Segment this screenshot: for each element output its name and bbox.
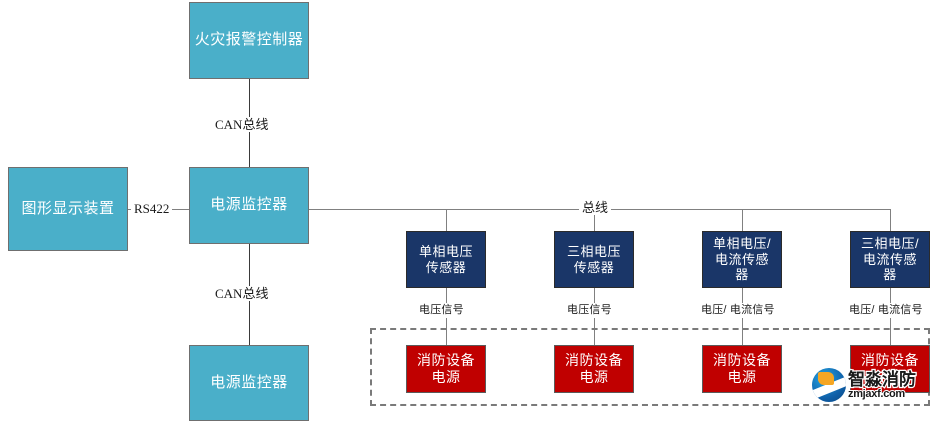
edge-controller-to-monitor — [249, 79, 250, 194]
node-device-4[interactable]: 消防设备 电源 — [850, 345, 930, 393]
node-device-2[interactable]: 消防设备 电源 — [554, 345, 634, 393]
watermark-site: zmjaxf.com — [847, 387, 906, 400]
node-device-3[interactable]: 消防设备 电源 — [702, 345, 782, 393]
label-rs422: RS422 — [131, 201, 173, 216]
edge-bus-to-sensor-3 — [742, 209, 743, 231]
node-sensor-1[interactable]: 单相电压 传感器 — [406, 231, 486, 288]
label-signal-3: 电压/ 电流信号 — [698, 303, 778, 318]
edge-bus-to-sensor-2 — [594, 209, 595, 231]
node-power-monitor-second[interactable]: 电源监控器 — [189, 345, 309, 421]
label-main-bus: 总线 — [579, 200, 612, 215]
label-signal-4: 电压/ 电流信号 — [846, 303, 926, 318]
watermark-brand-name: 智淼消防 — [847, 369, 918, 389]
label-can-bus-top: CAN总线 — [212, 117, 272, 132]
node-sensor-2[interactable]: 三相电压 传感器 — [554, 231, 634, 288]
label-can-bus-bottom: CAN总线 — [212, 286, 272, 301]
label-signal-1: 电压信号 — [416, 303, 467, 318]
edge-bus-to-sensor-4 — [890, 209, 891, 231]
node-sensor-3[interactable]: 单相电压/ 电流传感 器 — [702, 231, 782, 288]
label-signal-2: 电压信号 — [564, 303, 615, 318]
watermark-logo: 智淼消防 zmjaxf.com — [812, 368, 918, 402]
node-power-monitor-main[interactable]: 电源监控器 — [189, 167, 309, 244]
watermark-badge-icon — [812, 368, 846, 402]
node-device-1[interactable]: 消防设备 电源 — [406, 345, 486, 393]
node-fire-alarm-controller[interactable]: 火灾报警控制器 — [189, 2, 309, 79]
watermark-text: 智淼消防 zmjaxf.com — [847, 369, 918, 400]
edge-bus-to-sensor-1 — [446, 209, 447, 231]
node-sensor-4[interactable]: 三相电压/ 电流传感 器 — [850, 231, 930, 288]
node-graphic-display[interactable]: 图形显示装置 — [8, 167, 128, 251]
